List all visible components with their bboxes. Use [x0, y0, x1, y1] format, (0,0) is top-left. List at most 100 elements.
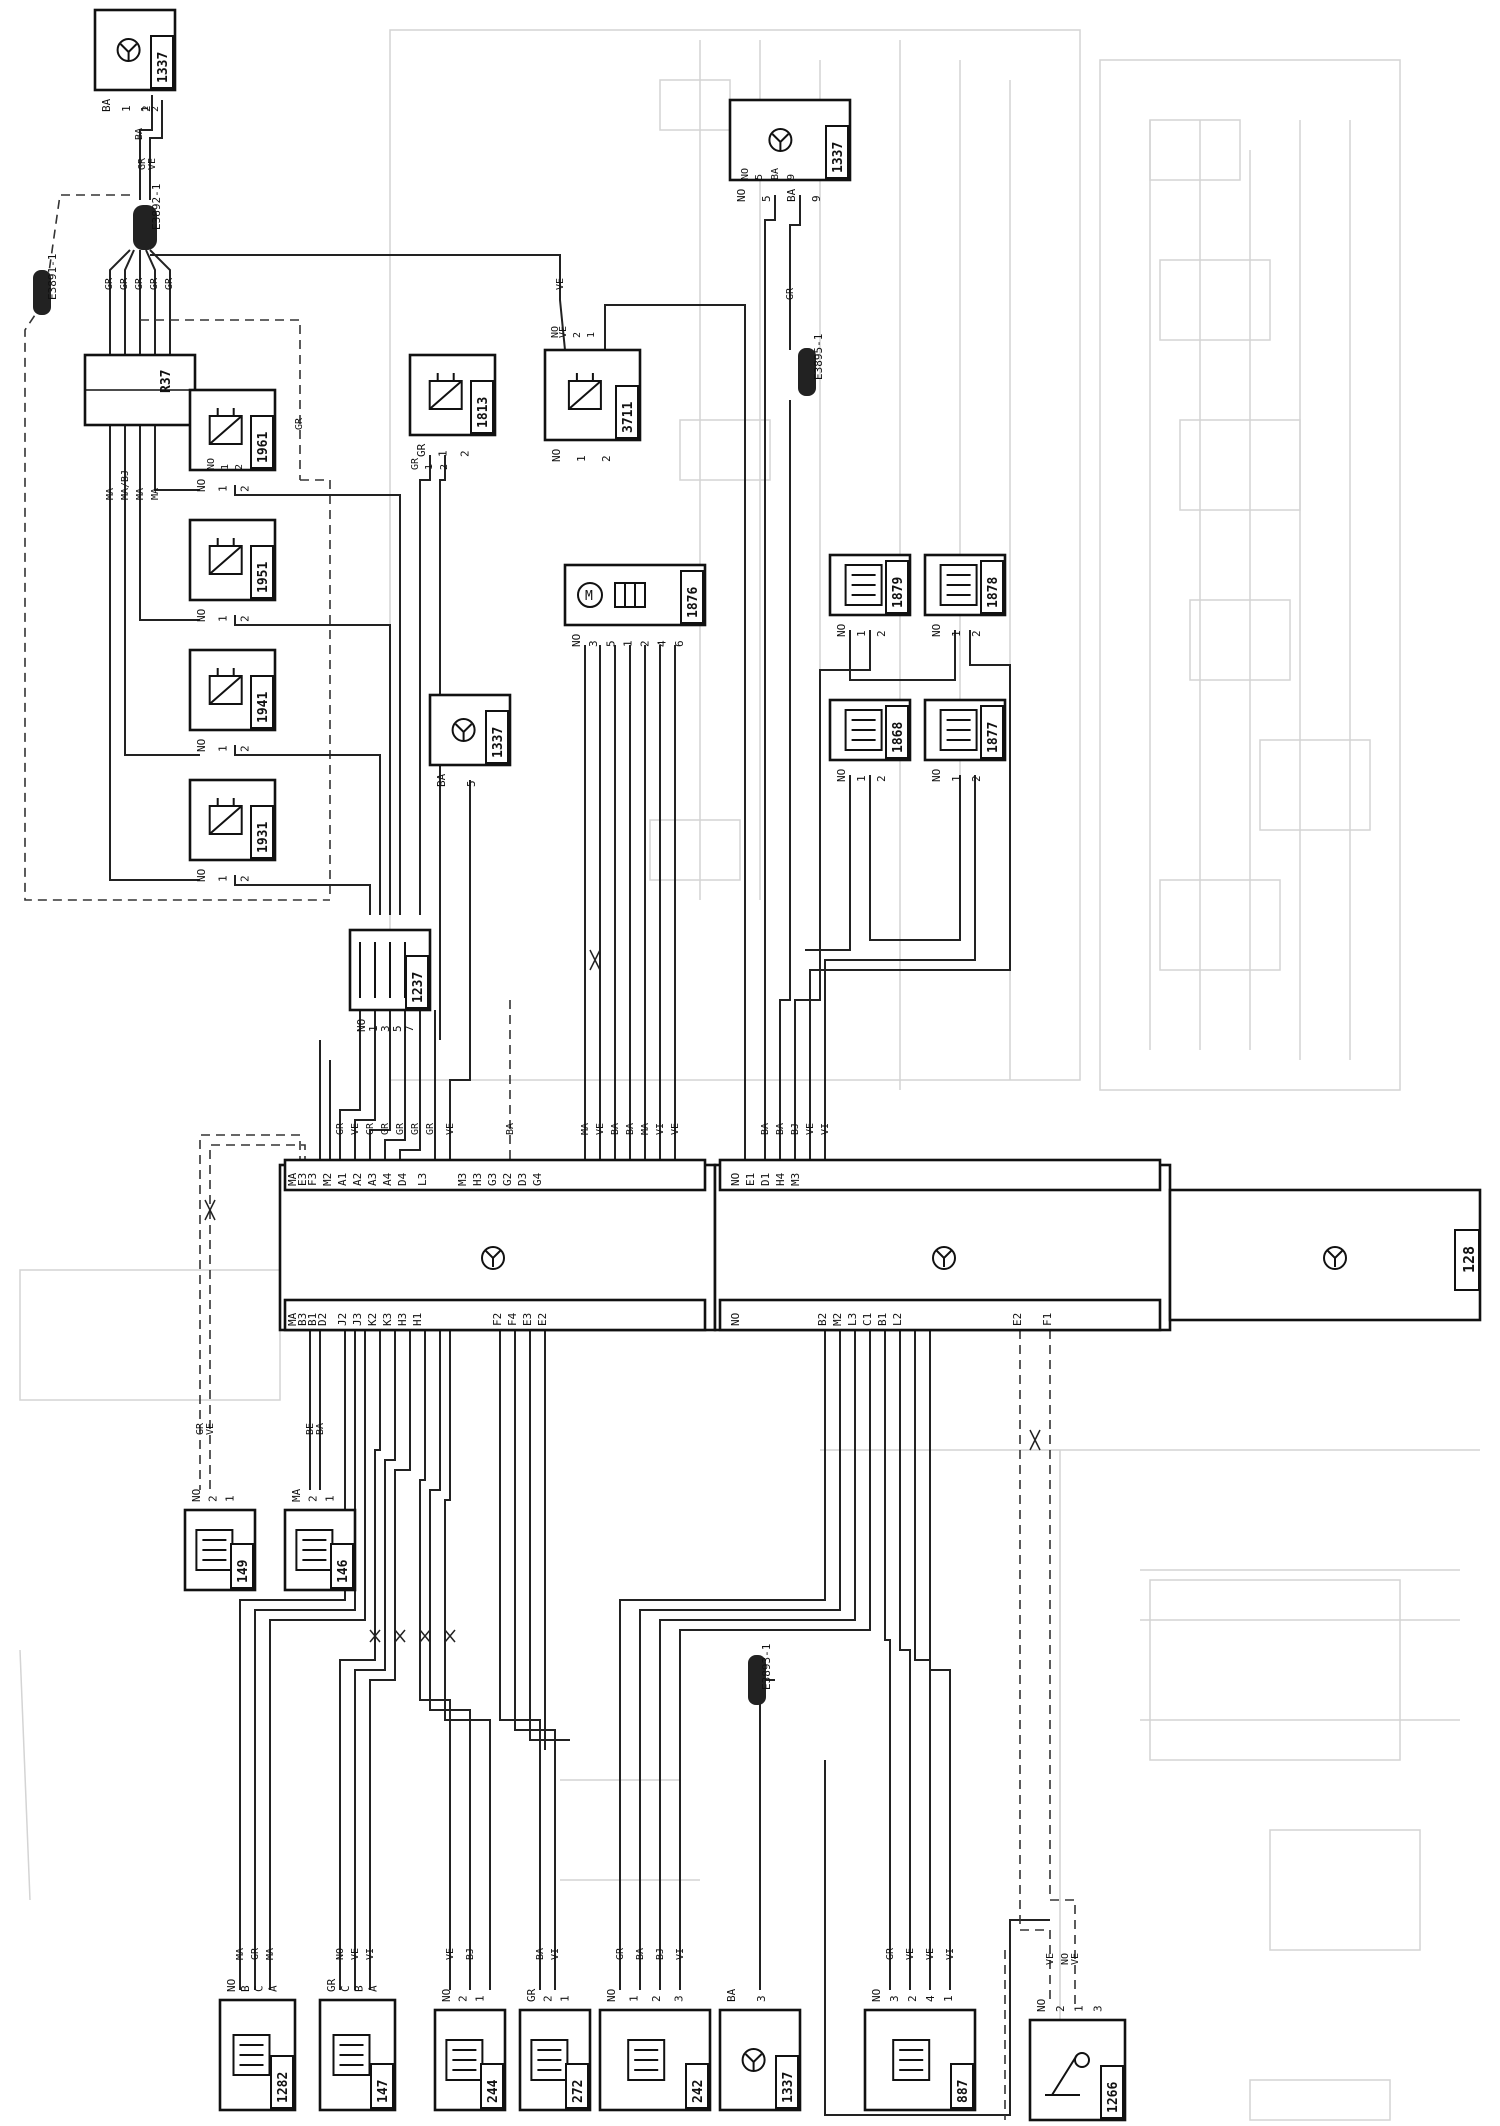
- component-id-label: 1941: [256, 692, 271, 723]
- switch-icon: [1045, 2052, 1090, 2096]
- pin-label: 2: [875, 630, 888, 637]
- pin-label: 1: [950, 630, 963, 637]
- component-id-label: 887: [956, 2080, 971, 2103]
- pin-label: 2: [650, 1995, 663, 2002]
- component-id-label: 242: [691, 2080, 706, 2103]
- connector-r37[interactable]: R37: [83, 353, 197, 427]
- pin-label: 2: [875, 775, 888, 782]
- wire-color-label: 2: [572, 332, 583, 338]
- wire-color-label: GR: [615, 1947, 626, 1960]
- component-id-label: 272: [571, 2080, 586, 2103]
- ecu-pin-label: MA: [286, 1312, 299, 1326]
- ghost-background: [19, 29, 1480, 2121]
- ecu-pin-label: C1: [861, 1313, 874, 1326]
- wire-color-label: BA: [770, 168, 781, 180]
- ecu-pin-label: M2: [831, 1313, 844, 1326]
- ecu-pin-label: H3: [471, 1173, 484, 1186]
- wire-color-label: 2: [439, 464, 450, 470]
- wire-color-label: NO: [550, 326, 561, 338]
- wire-color-label: 1: [424, 464, 435, 470]
- wire-color-label: BA: [535, 1948, 546, 1960]
- pin-label: 1: [323, 1495, 336, 1502]
- pin-label: 1: [217, 745, 230, 752]
- pin-label: 2: [238, 875, 251, 882]
- wire-color-label: GR: [785, 287, 796, 300]
- pin-label: 2: [906, 1995, 919, 2002]
- ecu-pin-label: K3: [381, 1313, 394, 1326]
- component-id-label: 1877: [986, 722, 1001, 753]
- wire-color-label: VE: [595, 1123, 606, 1135]
- ecu-id-label: 128: [1460, 1246, 1478, 1273]
- pin-label: 3: [888, 1995, 901, 2002]
- sensor-icon: [939, 709, 978, 751]
- wire-color-label: BA: [775, 1123, 786, 1135]
- pin-label: NO: [195, 609, 208, 622]
- pin-label: 2: [207, 1495, 220, 1502]
- relay-icon: [567, 373, 602, 410]
- harness-splices: [33, 205, 816, 1705]
- pin-label: 1: [628, 1995, 641, 2002]
- ecu-pin-label: D3: [516, 1173, 529, 1186]
- harness-labels: E3892-1 E3891-1 E3895-1 E3893-1: [46, 184, 825, 1690]
- pin-label: C: [339, 1985, 352, 1992]
- pin-label: GR: [325, 1978, 338, 1992]
- wire-color-label: GR: [137, 157, 148, 170]
- wire-color-label: GR: [425, 1122, 436, 1135]
- pin-label: 2: [457, 1995, 470, 2002]
- pin-label: 1: [942, 1995, 955, 2002]
- pin-label: 1: [223, 1495, 236, 1502]
- wire-color-label: VI: [675, 1948, 686, 1960]
- ecu-pin-label: L3: [416, 1173, 429, 1186]
- ecu-pin-label: E3: [296, 1173, 309, 1186]
- component-id-label: 1282: [276, 2072, 291, 2103]
- pin-label: NO: [870, 1989, 883, 2002]
- wire-color-label: GR: [250, 1947, 261, 1960]
- wire-color-label: GR: [164, 277, 175, 290]
- ecu-pin-label: H3: [396, 1313, 409, 1326]
- pin-label: 2: [238, 745, 251, 752]
- pin-label: 2: [140, 105, 153, 112]
- pin-label: 1: [855, 630, 868, 637]
- wire-color-label: GR: [380, 1122, 391, 1135]
- wire-color-label: GR: [149, 277, 160, 290]
- sensor-icon: [232, 2034, 271, 2076]
- pin-label: 1: [558, 1995, 571, 2002]
- ecu-pin-label: E3: [521, 1313, 534, 1326]
- wire-color-label: BE: [305, 1423, 316, 1435]
- pin-label: GR: [415, 443, 428, 457]
- pin-label: 3: [673, 1995, 686, 2002]
- sensor-icon: [332, 2034, 371, 2076]
- component-id-label: 1879: [891, 577, 906, 608]
- ecu-pin-label: B1: [876, 1313, 889, 1326]
- wires: [24, 95, 1076, 2120]
- pin-label: 1: [473, 1995, 486, 2002]
- motor-icon: M: [577, 582, 646, 608]
